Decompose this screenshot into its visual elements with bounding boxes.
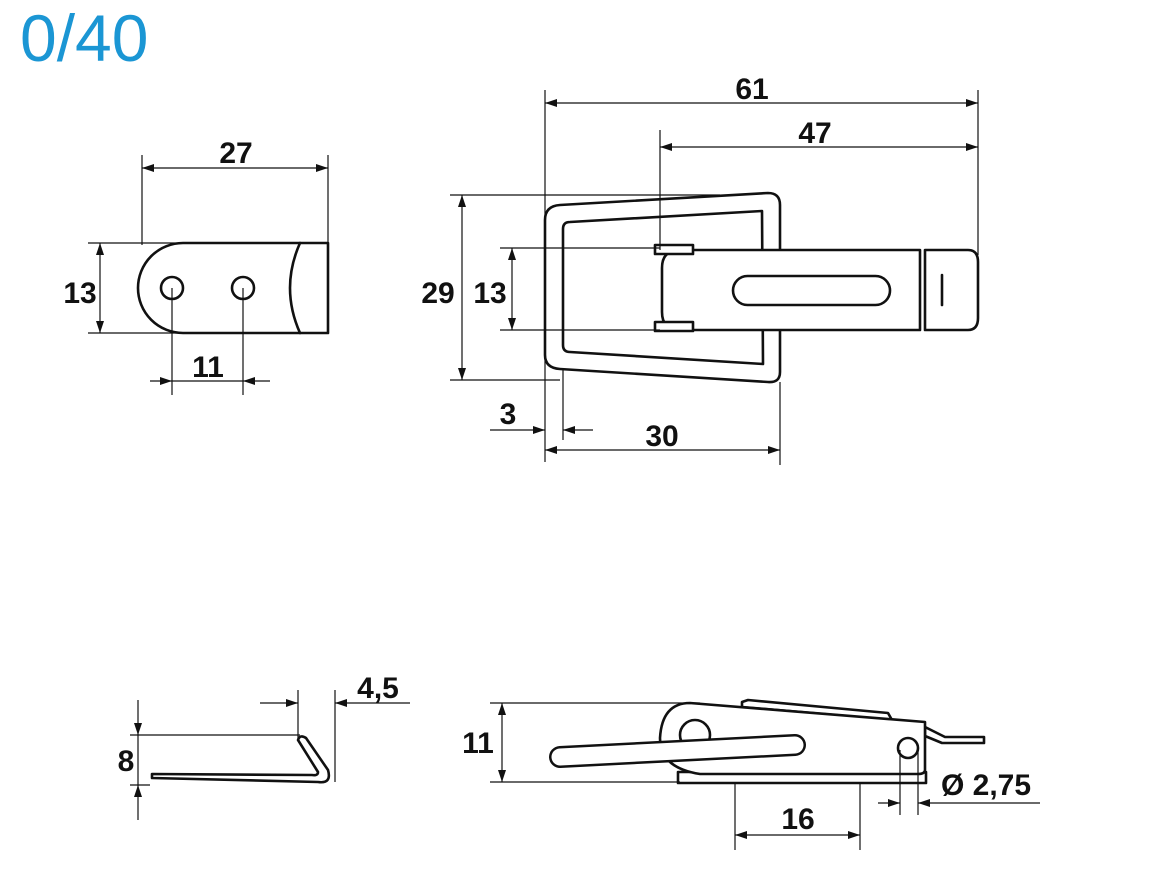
dim-loop-length: 30 (645, 420, 678, 453)
latch-side-view: 11 16 Ø 2,75 (462, 698, 1040, 850)
dim-latch-height: 29 (421, 277, 454, 310)
dim-hole-diameter: Ø 2,75 (941, 769, 1031, 802)
dim-lever-height: 13 (473, 277, 506, 310)
dim-catch-width: 27 (219, 137, 252, 170)
dim-wire-thickness: 3 (500, 398, 517, 431)
dim-latch-side-height: 11 (462, 727, 494, 760)
dim-catch-side-height: 8 (118, 745, 135, 778)
catch-side-view: 8 4,5 (118, 672, 410, 820)
catch-plate-top-view: 27 13 11 (63, 137, 330, 395)
dim-catch-hole-spacing: 11 (192, 351, 224, 384)
dim-catch-hook-depth: 4,5 (357, 672, 399, 705)
dim-catch-height: 13 (63, 277, 96, 310)
latch-top-view: 61 47 29 13 3 30 (421, 73, 980, 465)
dim-latch-length: 61 (735, 73, 768, 106)
dim-base-hole-spacing: 16 (781, 803, 814, 836)
dim-lever-length: 47 (798, 117, 831, 150)
model-title: 0/40 (20, 1, 149, 75)
pivot-hole (896, 736, 920, 760)
